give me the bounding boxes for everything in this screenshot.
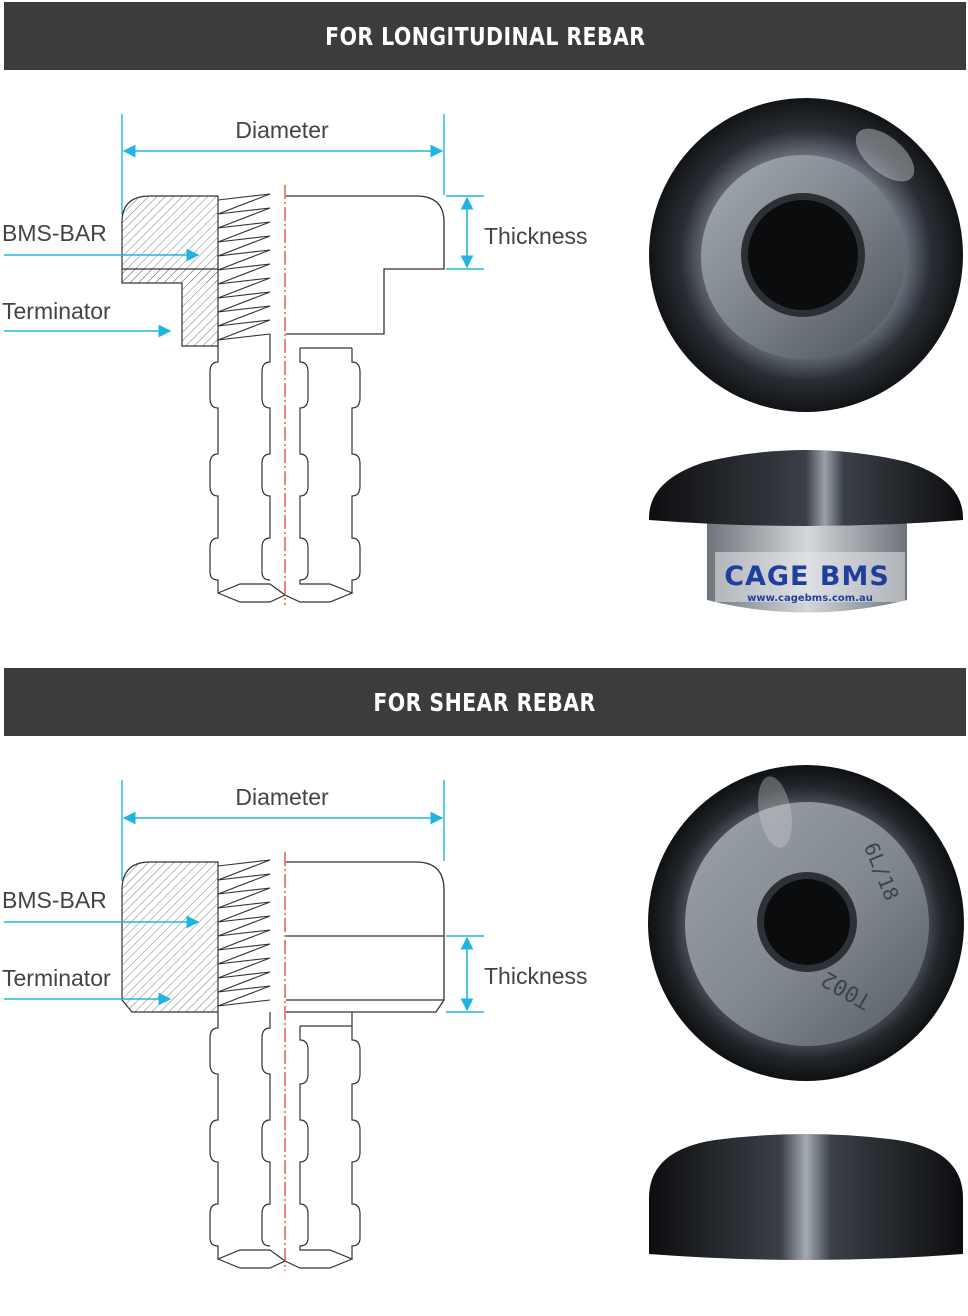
section-title: FOR LONGITUDINAL REBAR [324, 21, 646, 51]
shear-terminator-diagram: Diameter Thickness BMS-BAR Terminator [2, 780, 588, 1271]
terminator-photo [649, 98, 963, 412]
longitudinal-terminator-diagram: Diameter Thickness BMS-BAR Terminator [2, 114, 588, 605]
terminator-photo-side: CAGE BMS www.cagebms.com.au [649, 450, 963, 613]
thickness-label: Thickness [484, 223, 588, 249]
bms-bar-label: BMS-BAR [2, 887, 107, 913]
section-banner-shear: FOR SHEAR REBAR [4, 668, 966, 736]
brand-url: www.cagebms.com.au [747, 593, 873, 604]
shear-terminator-photo: 6L/18 T002 [648, 765, 964, 1081]
diameter-label: Diameter [235, 784, 329, 810]
thickness-label: Thickness [484, 963, 588, 989]
shear-terminator-photo-side [649, 1134, 963, 1260]
threaded-rebar [209, 334, 361, 603]
section-title: FOR SHEAR REBAR [373, 687, 597, 717]
bms-bar-label: BMS-BAR [2, 220, 107, 246]
brand-text: CAGE BMS [724, 561, 890, 592]
terminator-label: Terminator [2, 965, 111, 991]
diameter-label: Diameter [235, 117, 329, 143]
section-banner-longitudinal: FOR LONGITUDINAL REBAR [4, 2, 966, 70]
terminator-label: Terminator [2, 298, 111, 324]
